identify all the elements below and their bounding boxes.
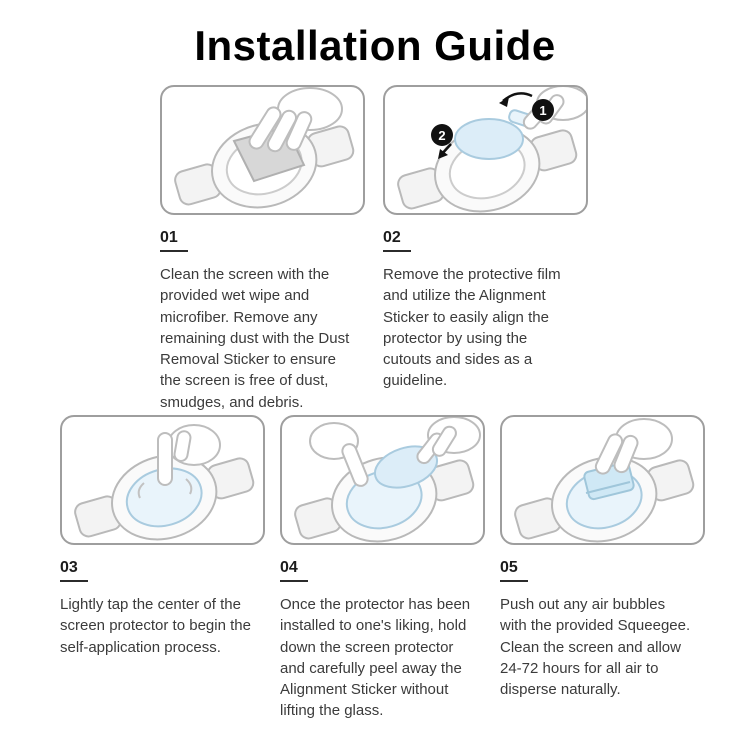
badge-2: 2	[431, 124, 453, 146]
step-02: 1 2 02 Remove the protective film and ut…	[383, 85, 588, 392]
step3-illustration-box	[60, 415, 265, 545]
step-text: Clean the screen with the provided wet w…	[160, 266, 350, 411]
arrow-down-left-icon	[438, 143, 452, 159]
step-number: 05	[500, 559, 528, 582]
step-number: 01	[160, 229, 188, 252]
hand-icon	[594, 418, 673, 475]
step2-illustration-box: 1 2	[383, 85, 588, 215]
step5-squeegee-icon	[514, 418, 695, 543]
step4-illustration-box	[280, 415, 485, 545]
protective-film-icon	[454, 109, 538, 160]
step-text: Push out any air bubbles with the provid…	[500, 596, 691, 699]
step-03: 03 Lightly tap the center of the screen …	[60, 415, 265, 658]
step2-align-protector-icon: 1 2	[397, 87, 586, 213]
step-text: Once the protector has been installed to…	[280, 596, 471, 720]
arrow-curve-icon	[499, 92, 533, 107]
pulling-hand-icon	[416, 417, 481, 465]
hand-icon	[248, 87, 343, 153]
step-05: 05 Push out any air bubbles with the pro…	[500, 415, 705, 700]
step3-tap-center-icon	[74, 424, 255, 541]
svg-text:2: 2	[438, 128, 445, 143]
step4-peel-sticker-icon	[294, 417, 481, 543]
step-number: 03	[60, 559, 88, 582]
step-text: Remove the protective film and utilize t…	[383, 266, 561, 390]
tap-lines-icon	[137, 478, 193, 499]
svg-text:1: 1	[539, 103, 546, 118]
step1-illustration-box	[160, 85, 365, 215]
step1-clean-screen-icon	[174, 87, 355, 209]
step-number: 04	[280, 559, 308, 582]
holding-hand-icon	[309, 422, 369, 487]
step-text: Lightly tap the center of the screen pro…	[60, 596, 251, 656]
badge-1: 1	[532, 99, 554, 121]
hand-icon	[522, 87, 586, 130]
step-01: 01 Clean the screen with the provided we…	[160, 85, 365, 413]
step-04: 04 Once the protector has been installed…	[280, 415, 485, 722]
step-number: 02	[383, 229, 411, 252]
page-title: Installation Guide	[194, 22, 556, 69]
hand-icon	[157, 424, 221, 486]
step5-illustration-box	[500, 415, 705, 545]
watch-icon	[74, 454, 255, 541]
